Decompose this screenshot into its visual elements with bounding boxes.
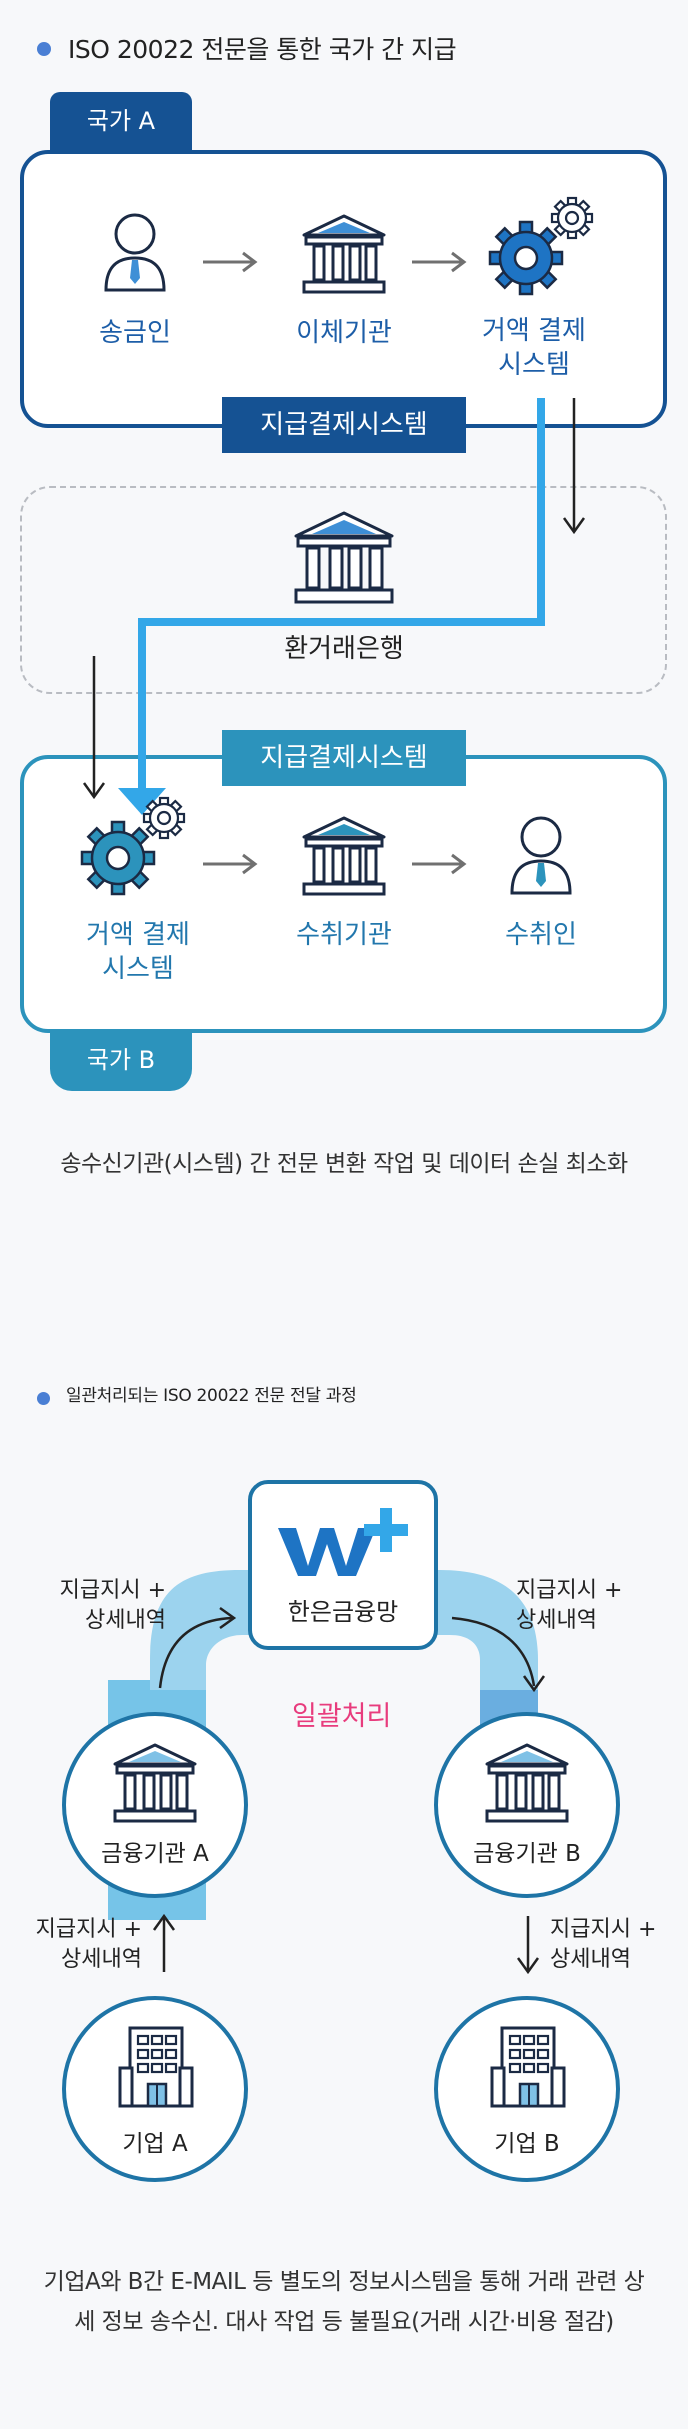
node-transfer-bank-label: 이체기관 bbox=[296, 318, 392, 348]
vertical-arrows bbox=[152, 1913, 540, 1975]
bank-b-label: 금융기관 B bbox=[473, 1841, 581, 1867]
country-a-label: 국가 A bbox=[86, 107, 156, 135]
bank-icon bbox=[113, 1743, 197, 1823]
bank-icon bbox=[302, 214, 386, 294]
corp-b-label: 기업 B bbox=[494, 2131, 560, 2157]
bank-icon bbox=[294, 511, 394, 604]
payment-system-band-a: 지급결제시스템 bbox=[222, 397, 466, 453]
section2-title: 일관처리되는 ISO 20022 전문 전달 과정 bbox=[66, 1386, 357, 1406]
right-arrow-icon bbox=[412, 251, 467, 273]
correspondent-bank-label: 환거래은행 bbox=[284, 634, 404, 664]
section2-caption-line1: 기업A와 B간 E-MAIL 등 별도의 정보시스템을 통해 거래 관련 상 bbox=[43, 2269, 645, 2295]
person-icon bbox=[104, 213, 166, 292]
country-b-label: 국가 B bbox=[86, 1046, 156, 1074]
note-right-bottom: 지급지시 + 상세내역 bbox=[550, 1915, 670, 1975]
bank-b-node: 금융기관 B bbox=[434, 1712, 620, 1898]
node-fx-system-b-label: 거액 결제 시스템 bbox=[86, 920, 190, 984]
node-sender-label: 송금인 bbox=[99, 318, 171, 348]
building-icon bbox=[490, 2026, 566, 2108]
correspondent-bank-area bbox=[20, 486, 667, 694]
node-receiving-bank-label: 수취기관 bbox=[296, 920, 392, 950]
corp-b-node: 기업 B bbox=[434, 1996, 620, 2182]
note-left-top-text: 지급지시 + 상세내역 bbox=[59, 1578, 166, 1633]
gear-icon bbox=[488, 196, 594, 296]
note-right-bottom-text: 지급지시 + 상세내역 bbox=[550, 1917, 657, 1972]
bank-icon bbox=[302, 816, 386, 896]
bank-icon bbox=[485, 1743, 569, 1823]
gear-icon bbox=[80, 796, 186, 896]
person-icon bbox=[510, 816, 572, 895]
bok-wire-logo-icon bbox=[278, 1508, 408, 1576]
bok-wire-hub: 한은금융망 bbox=[248, 1480, 438, 1650]
corp-a-node: 기업 A bbox=[62, 1996, 248, 2182]
flow-arrows bbox=[82, 398, 586, 815]
corp-a-label: 기업 A bbox=[122, 2131, 188, 2157]
node-fx-system-a-label: 거액 결제 시스템 bbox=[482, 316, 586, 380]
country-b-tab: 국가 B bbox=[50, 1031, 192, 1091]
hub-label: 한은금융망 bbox=[287, 1598, 399, 1626]
bullet-dot bbox=[37, 42, 51, 56]
section2-caption-line2: 세 정보 송수신. 대사 작업 등 불필요(거래 시간·비용 절감) bbox=[74, 2309, 614, 2335]
bank-a-label: 금융기관 A bbox=[101, 1841, 209, 1867]
country-a-tab: 국가 A bbox=[50, 92, 192, 152]
section1-title: ISO 20022 전문을 통한 국가 간 지급 bbox=[68, 35, 457, 64]
note-left-top: 지급지시 + 상세내역 bbox=[56, 1576, 166, 1636]
right-arrow-icon bbox=[203, 251, 258, 273]
bank-a-node: 금융기관 A bbox=[62, 1712, 248, 1898]
section1-caption: 송수신기관(시스템) 간 전문 변환 작업 및 데이터 손실 최소화 bbox=[60, 1151, 628, 1177]
note-right-top-text: 지급지시 + 상세내역 bbox=[516, 1578, 623, 1633]
note-right-top: 지급지시 + 상세내역 bbox=[516, 1576, 636, 1636]
building-icon bbox=[118, 2026, 194, 2108]
section2-caption: 기업A와 B간 E-MAIL 등 별도의 정보시스템을 통해 거래 관련 상 세… bbox=[0, 2262, 688, 2342]
bullet-dot bbox=[37, 1392, 50, 1405]
right-arrow-icon bbox=[412, 853, 467, 875]
straight-through-label: 일괄처리 bbox=[292, 1701, 392, 1732]
node-receiver-label: 수취인 bbox=[505, 920, 577, 950]
note-left-bottom-text: 지급지시 + 상세내역 bbox=[35, 1917, 142, 1972]
note-left-bottom: 지급지시 + 상세내역 bbox=[30, 1915, 142, 1975]
hub-flow-arrows bbox=[158, 1606, 546, 1693]
right-arrow-icon bbox=[203, 853, 258, 875]
payment-system-band-b: 지급결제시스템 bbox=[222, 730, 466, 786]
